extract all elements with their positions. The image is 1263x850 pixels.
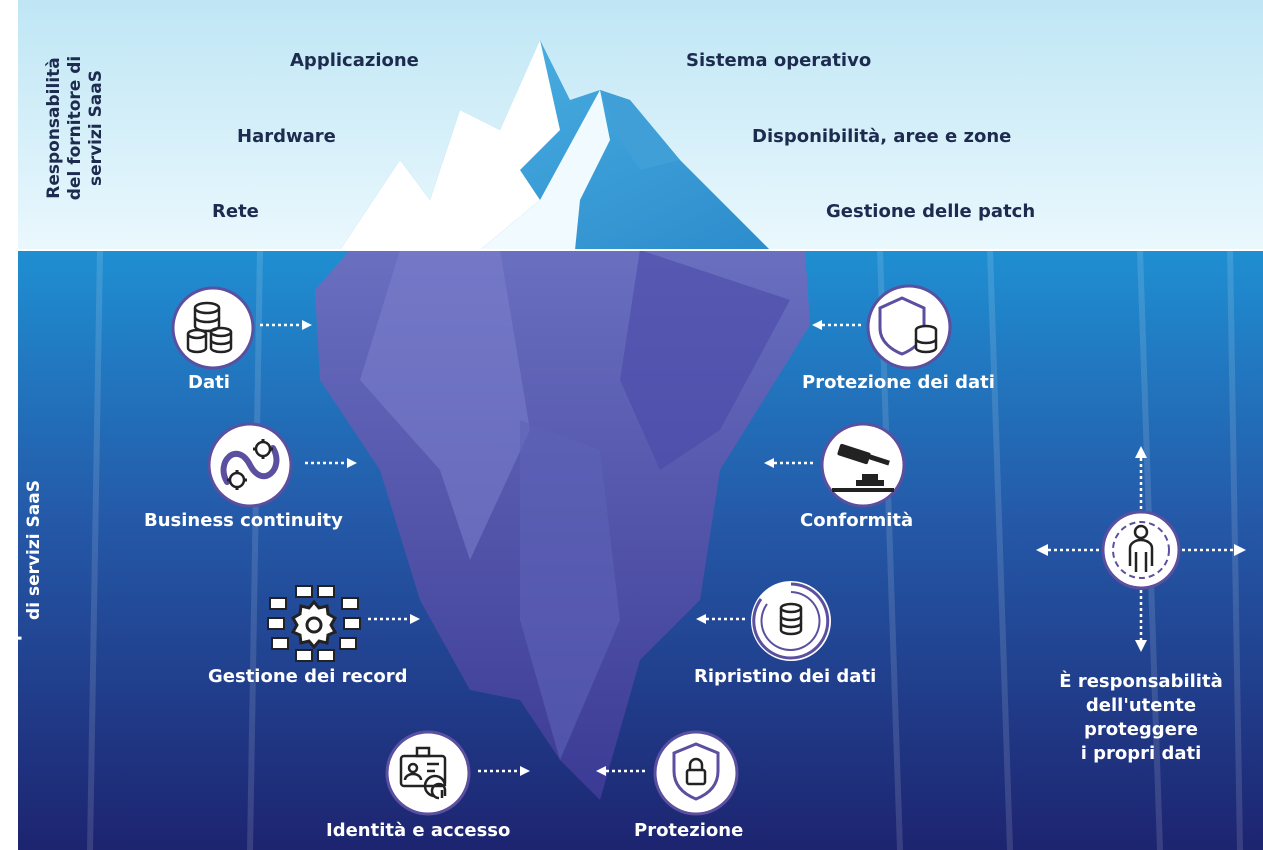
arrow-left-icon — [696, 614, 748, 624]
user-target-icon — [1036, 446, 1246, 652]
database-icon — [171, 286, 255, 370]
user-side-label-line: di servizi SaaS — [24, 480, 44, 620]
provider-item-sistema-operativo: Sistema operativo — [686, 50, 872, 71]
gavel-icon — [820, 422, 906, 508]
callout-line: dell'utente — [1085, 695, 1197, 716]
callout-text: È responsabilità dell'utente proteggere … — [1036, 670, 1246, 766]
provider-item-disponibilita: Disponibilità, aree e zone — [752, 126, 1012, 147]
arrow-right-icon — [368, 614, 420, 624]
arrow-right-icon — [478, 766, 530, 776]
user-side-label: Responsabilità dell'utente di servizi Sa… — [3, 400, 47, 700]
shield-database-icon — [866, 284, 952, 370]
user-side-label-line: Responsabilità dell'utente — [3, 424, 23, 676]
user-item-business-continuity: Business continuity — [144, 510, 343, 531]
callout-line: proteggere — [1083, 719, 1198, 740]
arrow-right-icon — [305, 458, 357, 468]
provider-side-label-line: del fornitore di — [65, 55, 85, 201]
user-item-ripristino: Ripristino dei dati — [694, 666, 877, 687]
user-item-protezione-dati: Protezione dei dati — [802, 372, 995, 393]
user-item-identita: Identità e accesso — [326, 820, 511, 841]
arrow-right-icon — [260, 320, 312, 330]
user-item-gestione-record: Gestione dei record — [208, 666, 408, 687]
shield-lock-icon — [653, 730, 739, 816]
provider-item-gestione-patch: Gestione delle patch — [826, 201, 1036, 222]
user-item-protezione: Protezione — [634, 820, 744, 841]
infinity-gears-icon — [207, 422, 293, 508]
provider-item-applicazione: Applicazione — [290, 50, 419, 71]
arrow-left-icon — [596, 766, 648, 776]
provider-item-rete: Rete — [212, 201, 259, 222]
id-fingerprint-icon — [385, 730, 471, 816]
arrow-left-icon — [764, 458, 816, 468]
user-item-dati: Dati — [188, 372, 230, 393]
provider-side-label-line: Responsabilità — [44, 57, 64, 199]
restore-database-icon — [751, 581, 831, 661]
provider-side-label-line: servizi SaaS — [86, 70, 106, 187]
callout-line: È responsabilità — [1059, 671, 1223, 692]
provider-side-label: Responsabilità del fornitore di servizi … — [44, 33, 110, 223]
provider-item-hardware: Hardware — [237, 126, 336, 147]
user-item-conformita: Conformità — [800, 510, 914, 531]
arrow-left-icon — [812, 320, 864, 330]
callout-line: i propri dati — [1080, 743, 1202, 764]
gear-folders-icon — [267, 585, 361, 662]
